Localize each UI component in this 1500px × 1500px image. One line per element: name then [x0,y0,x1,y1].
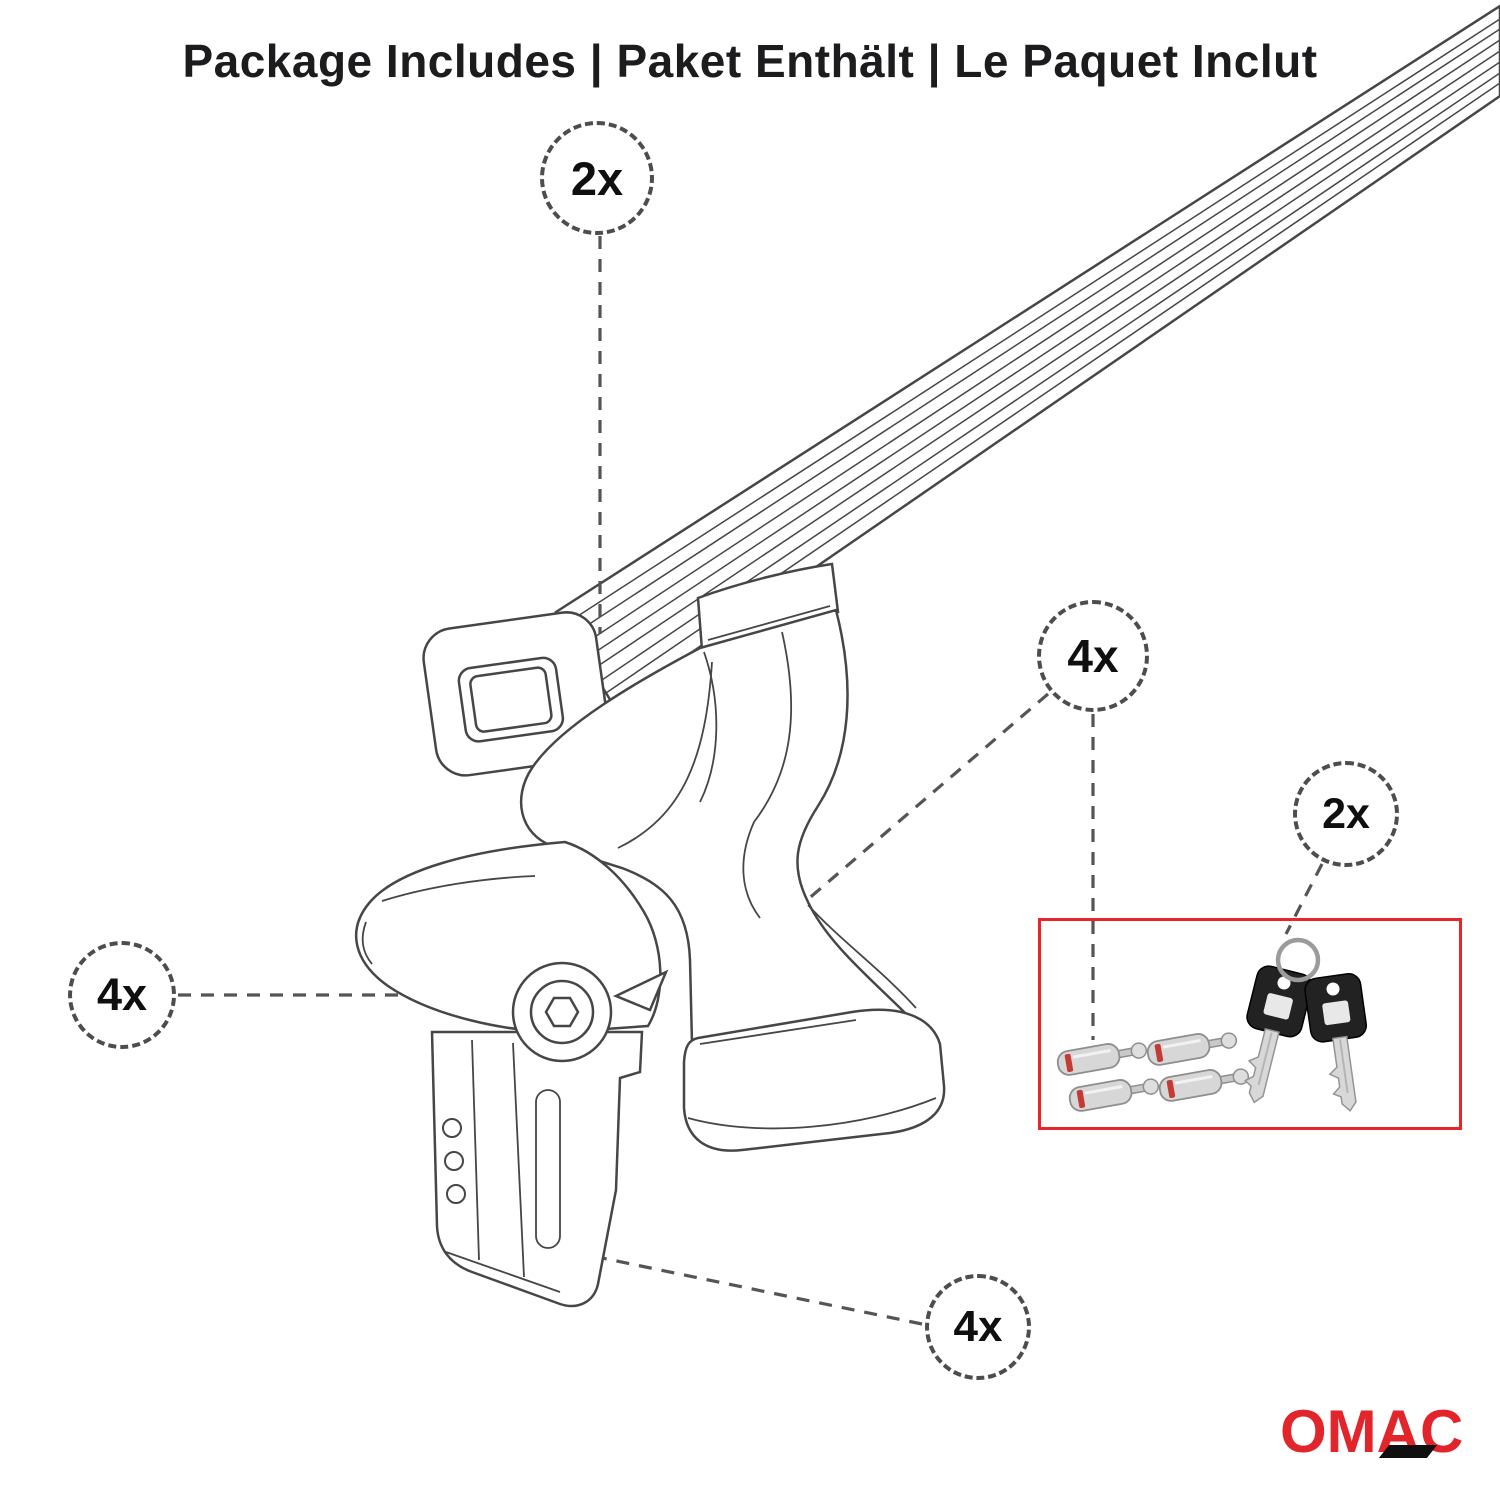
callout-foot-label: 4x [96,969,148,1020]
callout-clamp-qty: 4x [925,1274,1031,1380]
callout-crossbar-label: 2x [570,151,624,205]
callout-clamp-label: 4x [953,1302,1003,1351]
foot-wing [354,840,662,1034]
callout-foot-qty: 4x [68,941,176,1049]
callout-lock-cylinders-label: 4x [1067,630,1119,682]
brand-text: OMAC [1280,1398,1464,1465]
callout-crossbar-qty: 2x [540,121,654,235]
foot-front-plate [696,562,840,652]
leader-clamp [601,1256,923,1326]
clamp-holes [442,1118,466,1204]
leader-hardware-to-foot [770,692,1050,932]
page-title: Package Includes | Paket Enthält | Le Pa… [182,35,1318,87]
callout-keys-qty: 2x [1293,761,1399,867]
knob-pointer [612,969,669,1012]
key-ring-icon [1275,937,1321,983]
hardware-box-outline [1038,918,1462,1130]
callout-keys-label: 2x [1322,789,1370,838]
clamp-bracket [430,1030,644,1308]
leader-lines [178,236,1324,1326]
keys-image [1243,937,1368,1112]
callout-lock-cylinders-qty: 4x [1037,600,1149,712]
lock-cylinders-image [1056,1032,1250,1112]
brand-swoosh-icon [1378,1445,1438,1458]
bolt-knob [511,961,669,1063]
mounting-foot-drawing [354,562,946,1308]
omac-logo: OMAC [1280,1396,1492,1470]
